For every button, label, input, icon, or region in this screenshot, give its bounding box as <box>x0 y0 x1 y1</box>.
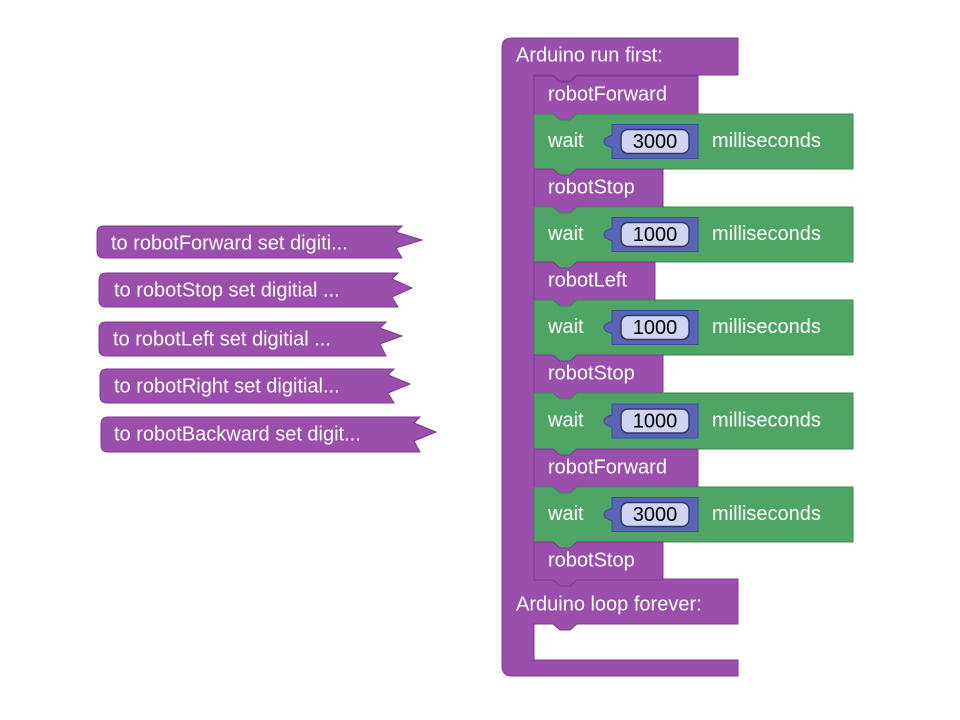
wait-unit-label: milliseconds <box>712 409 821 431</box>
call-block-robotforward[interactable]: robotForward <box>533 75 699 121</box>
number-field-value: 1000 <box>633 317 678 339</box>
arduino-main-block[interactable]: Arduino run first: Arduino loop forever:… <box>501 37 854 677</box>
wait-label: wait <box>547 503 584 525</box>
call-block-label: robotLeft <box>548 269 627 291</box>
call-block-label: robotForward <box>548 83 667 105</box>
wait-unit-label: milliseconds <box>712 223 821 245</box>
function-block-label: to robotLeft set digitial ... <box>113 328 331 350</box>
call-block-label: robotForward <box>548 456 667 478</box>
wait-unit-label: milliseconds <box>712 316 821 338</box>
wait-label: wait <box>547 223 584 245</box>
wait-label: wait <box>547 409 584 431</box>
wait-label: wait <box>547 130 584 152</box>
function-block-label: to robotForward set digiti... <box>111 232 348 254</box>
function-block-label: to robotBackward set digit... <box>114 423 361 445</box>
function-block-robot-left[interactable]: to robotLeft set digitial ... <box>98 321 404 357</box>
function-block-robot-stop[interactable]: to robotStop set digitial ... <box>98 272 414 308</box>
number-input-socket[interactable]: 1000 <box>603 403 699 439</box>
function-block-label: to robotStop set digitial ... <box>114 279 340 301</box>
number-input-socket[interactable]: 3000 <box>603 124 699 159</box>
number-input-socket[interactable]: 3000 <box>603 497 699 532</box>
call-block-robotstop[interactable]: robotStop <box>533 168 664 214</box>
wait-block[interactable]: wait 1000 milliseconds <box>533 392 854 456</box>
function-block-robot-backward[interactable]: to robotBackward set digit... <box>100 416 438 453</box>
arduino-loop-label: Arduino loop forever: <box>516 593 702 615</box>
function-block-label: to robotRight set digitial... <box>114 375 340 397</box>
wait-label: wait <box>547 316 584 338</box>
number-field[interactable] <box>620 501 690 528</box>
call-block-label: robotStop <box>548 549 635 571</box>
number-input-socket[interactable]: 1000 <box>603 217 699 252</box>
number-field-value: 1000 <box>633 410 678 432</box>
wait-block[interactable]: wait 3000 milliseconds <box>533 486 854 549</box>
number-field[interactable] <box>620 128 690 155</box>
call-block-robotstop[interactable]: robotStop <box>533 354 664 400</box>
call-block-robotstop[interactable]: robotStop <box>533 541 664 587</box>
number-field-value: 3000 <box>633 504 678 526</box>
number-field[interactable] <box>620 314 690 341</box>
call-block-label: robotStop <box>548 362 635 384</box>
number-field[interactable] <box>620 221 690 248</box>
number-field-value: 1000 <box>633 224 678 246</box>
arduino-setup-label: Arduino run first: <box>516 44 663 66</box>
setup-statements: robotForward wait 3000 milliseconds robotSto… <box>533 75 854 587</box>
wait-block[interactable]: wait 3000 milliseconds <box>533 113 854 176</box>
call-block-robotforward[interactable]: robotForward <box>533 448 699 494</box>
call-block-body <box>533 541 664 587</box>
number-input-socket[interactable]: 1000 <box>603 310 699 345</box>
call-block-robotleft[interactable]: robotLeft <box>533 261 656 307</box>
number-field[interactable] <box>620 408 690 434</box>
wait-block[interactable]: wait 1000 milliseconds <box>533 206 854 269</box>
function-block-robot-right[interactable]: to robotRight set digitial... <box>99 368 412 404</box>
wait-unit-label: milliseconds <box>712 503 821 525</box>
function-block-robot-forward[interactable]: to robotForward set digiti... <box>96 225 424 259</box>
call-block-label: robotStop <box>548 176 635 198</box>
wait-block[interactable]: wait 1000 milliseconds <box>533 299 854 362</box>
number-field-value: 3000 <box>633 131 678 153</box>
wait-unit-label: milliseconds <box>712 130 821 152</box>
